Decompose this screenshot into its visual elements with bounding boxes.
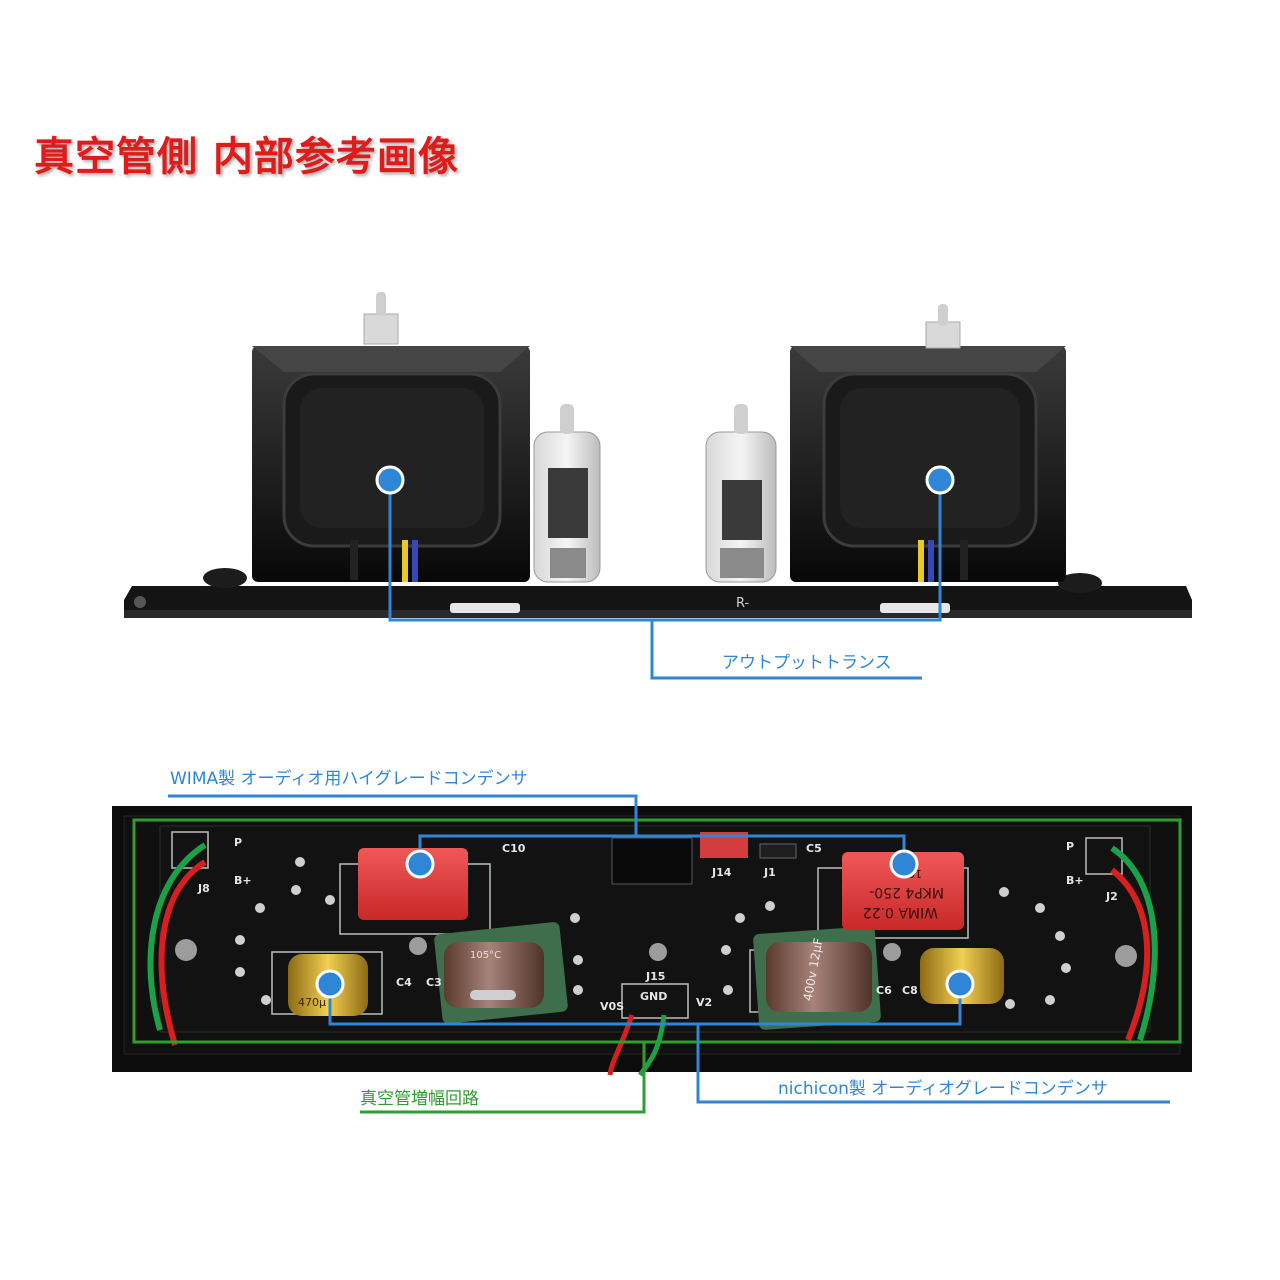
marker-dot: [889, 849, 919, 879]
silk-c6: C6: [876, 984, 892, 997]
silk-j15: J15: [645, 970, 665, 983]
wima-marking-2: MKP4 250-: [869, 884, 944, 900]
silk-gnd: GND: [640, 990, 667, 1003]
marker-dot: [945, 969, 975, 999]
marker-dot: [375, 465, 405, 495]
marker-dot: [315, 969, 345, 999]
marker-dot: [925, 465, 955, 495]
wima-cap-left: [358, 848, 468, 920]
wima-cap-right: [842, 852, 964, 930]
silk-v0s: V0S: [600, 1000, 624, 1013]
silk-left-j: J8: [197, 882, 210, 895]
silk-left-p: P: [234, 836, 242, 849]
tube-left-top: [363, 292, 399, 345]
transformer-right: [790, 346, 1066, 582]
callout-line-green: [360, 1042, 646, 1114]
top-photo: R-: [124, 292, 1192, 618]
tube-right-top: [925, 304, 961, 349]
nichicon-cap-c3: 105°C: [444, 942, 544, 1008]
label-nichicon-capacitor: nichicon製 オーディオグレードコンデンサ: [778, 1079, 1108, 1099]
gold-cap-c4-text: 470μ: [298, 996, 326, 1009]
label-wima-capacitor: WIMA製 オーディオ用ハイグレードコンデンサ: [170, 769, 528, 789]
silk-c8: C8: [902, 984, 918, 997]
nichicon-cap-c6: 400v 12μF: [766, 937, 872, 1012]
silk-right-bplus: B+: [1066, 874, 1084, 887]
silk-c3: C3: [426, 976, 442, 989]
silk-left-bplus: B+: [234, 874, 252, 887]
label-tube-amp-circuit: 真空管増幅回路: [360, 1089, 479, 1109]
tube-center-right: [705, 404, 777, 583]
silk-v2: V2: [696, 996, 712, 1009]
silk-j1: J1: [763, 866, 776, 879]
cap-c3-text: 105°C: [470, 950, 501, 961]
silk-c10: C10: [502, 842, 526, 855]
callout-line-nichicon: [328, 984, 1170, 1104]
label-output-transformer: アウトプットトランス: [722, 653, 892, 673]
silk-right-p: P: [1066, 840, 1074, 853]
transformer-left: [252, 346, 530, 582]
pcb-highlight-frame: [132, 818, 1182, 1044]
callout-output-transformer: [388, 480, 942, 680]
silk-j14: J14: [711, 866, 732, 879]
silk-c5: C5: [806, 842, 822, 855]
silk-right-j: J2: [1105, 890, 1118, 903]
silk-c4: C4: [396, 976, 412, 989]
marker-dot: [405, 849, 435, 879]
chassis-mark: R-: [736, 596, 750, 611]
pcb-photo: WIMA 0.22 MKP4 250- 10% 105°C 400v 12μF …: [112, 806, 1192, 1077]
wima-marking-1: WIMA 0.22: [863, 904, 938, 920]
page-title: 真空管側 内部参考画像: [34, 134, 459, 180]
tube-center-left: [533, 404, 601, 583]
